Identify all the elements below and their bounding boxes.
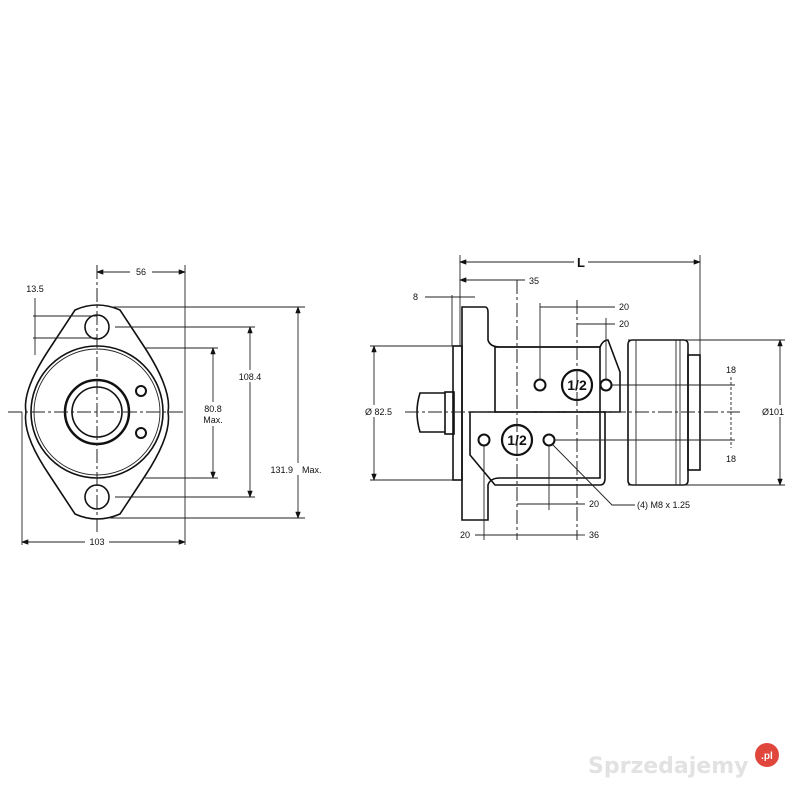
- watermark-badge: [755, 743, 779, 767]
- bolt-hole: [599, 378, 613, 392]
- lower-port-block: [469, 411, 606, 486]
- watermark-text: Sprzedajemy: [588, 754, 749, 779]
- port-lower-label: 1/2: [507, 432, 527, 448]
- dim-56: 56: [136, 267, 146, 277]
- front-view: 56 13.5 108.4 80.8 Max. 131.9 Max. 103: [8, 265, 325, 547]
- dim-diameter-101: Ø101: [762, 407, 784, 417]
- dim-diameter-82-5: Ø 82.5: [365, 407, 392, 417]
- dim-103: 103: [89, 537, 104, 547]
- side-view: 1/2 1/2 L 35 8 20 20 Ø 82.5: [362, 255, 785, 540]
- dim-13-5: 13.5: [26, 284, 44, 294]
- dim-20-lower: 20: [589, 499, 599, 509]
- dim-18-bottom: 18: [726, 454, 736, 464]
- dim-8: 8: [413, 292, 418, 302]
- dim-20-upper-a: 20: [619, 302, 629, 312]
- small-hole-top: [135, 385, 147, 397]
- mount-flange: [461, 306, 601, 521]
- watermark-suffix: .pl: [761, 751, 773, 762]
- watermark: Sprzedajemy .pl: [588, 743, 779, 779]
- dim-18-top: 18: [726, 365, 736, 375]
- dim-20-upper-b: 20: [619, 319, 629, 329]
- dim-35: 35: [529, 276, 539, 286]
- dim-131-9-max: Max.: [302, 465, 322, 475]
- dim-20-bottom: 20: [460, 530, 470, 540]
- thread-leader: [552, 444, 635, 506]
- dim-36: 36: [589, 530, 599, 540]
- dim-108-4: 108.4: [239, 372, 262, 382]
- dim-131-9: 131.9: [270, 465, 293, 475]
- dim-80-8-max: Max.: [203, 415, 223, 425]
- port-block: [494, 339, 621, 413]
- thread-callout: (4) M8 x 1.25: [637, 500, 690, 510]
- small-hole-bottom: [135, 427, 147, 439]
- port-upper-label: 1/2: [567, 377, 587, 393]
- dim-L: L: [577, 255, 585, 270]
- dim-80-8: 80.8: [204, 404, 222, 414]
- bolt-hole: [477, 433, 491, 447]
- bolt-hole: [533, 378, 547, 392]
- bolt-hole: [542, 433, 556, 447]
